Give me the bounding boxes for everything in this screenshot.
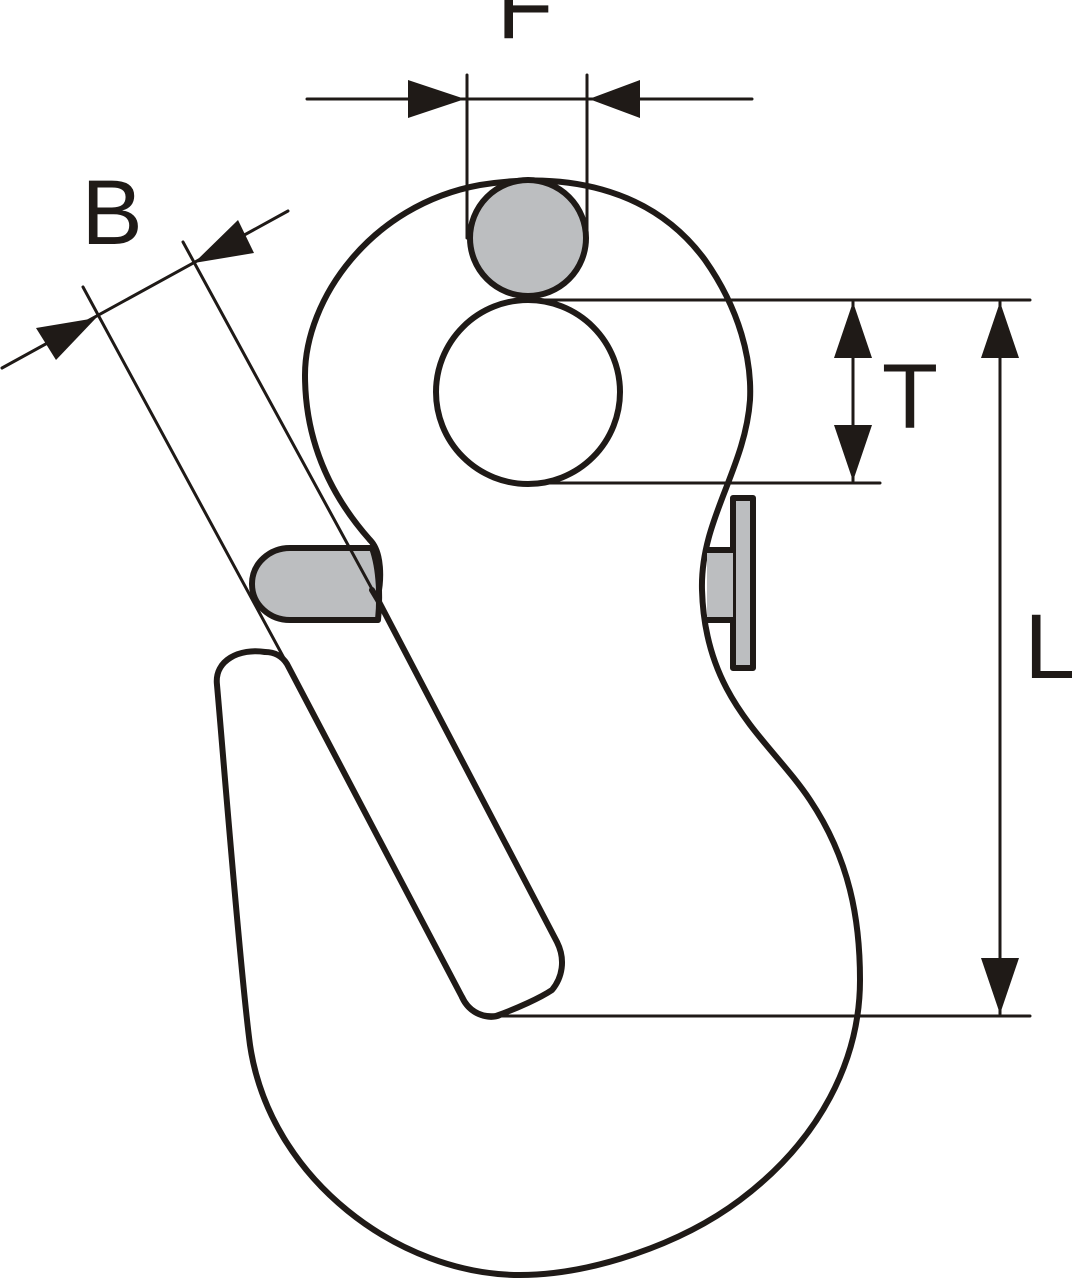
eye-bore-circle: [433, 297, 623, 487]
label-f: F: [497, 0, 553, 58]
label-l: L: [1024, 596, 1072, 698]
top-section-pin: [467, 177, 589, 299]
right-rivet-stub: [707, 550, 733, 620]
label-t: T: [882, 346, 938, 448]
dimension-f: F: [305, 0, 754, 240]
safety-latch: [262, 587, 566, 1020]
latch-spring-pin: [249, 545, 383, 623]
dimension-l: L: [488, 300, 1072, 1018]
label-b: B: [81, 162, 142, 264]
right-rivet-plate: [730, 495, 756, 671]
dimension-t: T: [526, 298, 1032, 485]
dimension-b: B: [0, 162, 380, 662]
hook-body-outline: [213, 177, 863, 1278]
right-rivet-stub-edges: [704, 547, 736, 623]
